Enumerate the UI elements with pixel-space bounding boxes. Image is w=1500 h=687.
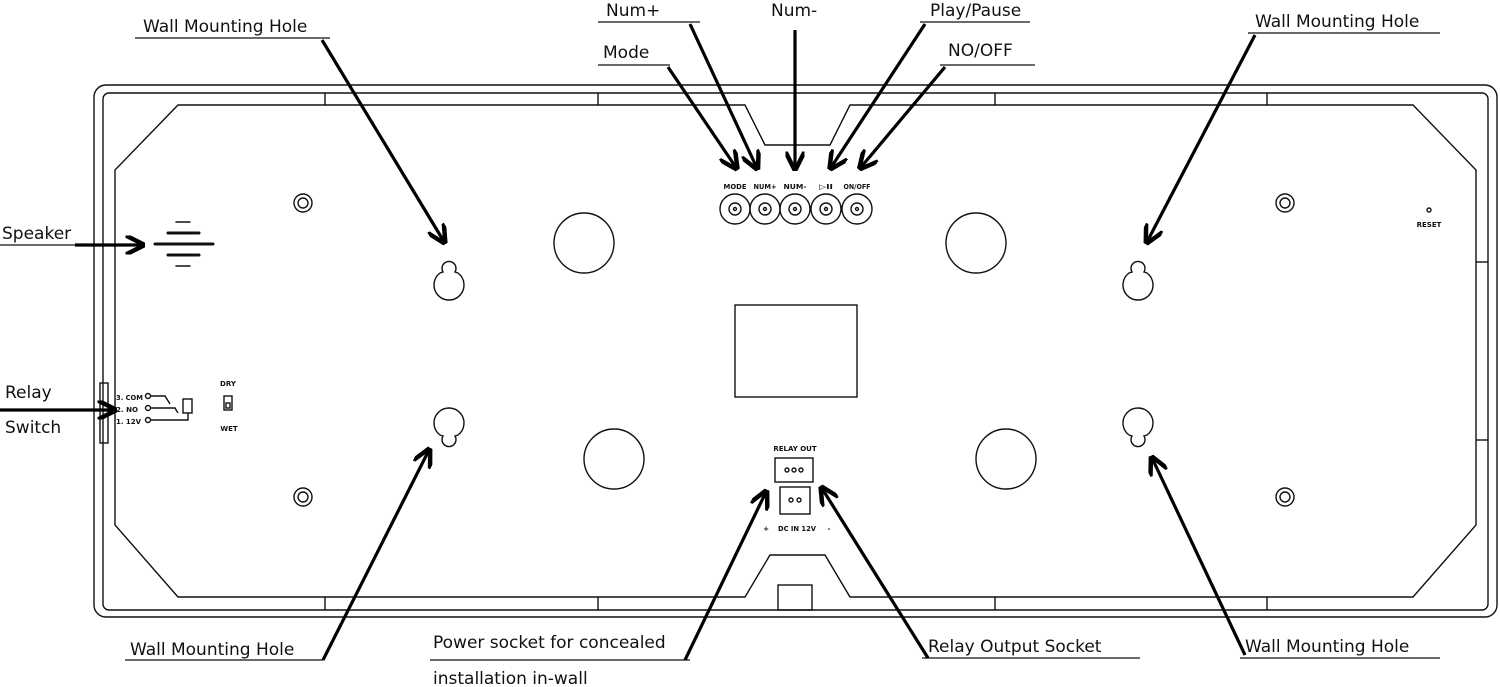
sockets: RELAY OUT + DC IN 12V - xyxy=(763,445,830,533)
callout-wall-hole-top-left: Wall Mounting Hole xyxy=(143,17,307,37)
callout-wall-hole-bottom-right: Wall Mounting Hole xyxy=(1245,637,1409,657)
relay-out-socket xyxy=(774,457,814,483)
center-panel xyxy=(734,304,858,398)
callout-wall-hole-top-right: Wall Mounting Hole xyxy=(1255,12,1419,32)
terminal-12v: 1. 12V xyxy=(116,418,142,426)
dry-label: DRY xyxy=(220,380,237,388)
large-holes xyxy=(553,212,1037,490)
arrow-wall-hole-top-left xyxy=(320,39,443,240)
relay-out-label: RELAY OUT xyxy=(773,445,817,453)
callout-relay-output-socket: Relay Output Socket xyxy=(928,637,1102,657)
callout-power-socket: Power socket for concealed xyxy=(433,633,666,653)
callout-mode: Mode xyxy=(603,43,649,63)
relay-terminal-block: 3. COM 2. NO 1. 12V DRY WET xyxy=(99,380,238,444)
callout-power-socket-2: installation in-wall xyxy=(433,669,588,687)
button-label-num-minus: NUM- xyxy=(784,183,807,191)
button-label-num-plus: NUM+ xyxy=(754,183,777,191)
control-buttons: MODE NUM+ NUM- ▷II ON/OFF xyxy=(719,183,873,225)
callout-wall-hole-bottom-left: Wall Mounting Hole xyxy=(130,640,294,660)
callout-speaker: Speaker xyxy=(2,224,71,244)
reset-pinhole xyxy=(1426,207,1432,213)
reset-label: RESET xyxy=(1417,221,1442,229)
callout-num-minus: Num- xyxy=(771,1,817,21)
callout-relay: Relay xyxy=(5,383,52,403)
callout-no-off: NO/OFF xyxy=(948,41,1013,61)
keyhole-mounts xyxy=(433,260,1154,448)
button-label-play-pause: ▷II xyxy=(819,183,833,191)
button-label-on-off: ON/OFF xyxy=(844,183,871,191)
callout-play-pause: Play/Pause xyxy=(930,1,1021,21)
screw-holes xyxy=(293,193,1295,507)
dc-minus: - xyxy=(828,525,831,533)
callout-num-plus: Num+ xyxy=(606,1,660,21)
callout-switch: Switch xyxy=(5,418,61,438)
dc-in-label: DC IN 12V xyxy=(778,525,817,533)
callouts: Wall Mounting Hole Num+ Num- Play/Pause … xyxy=(0,1,1440,687)
speaker-grille xyxy=(153,221,215,267)
terminal-com: 3. COM xyxy=(116,394,143,402)
wet-label: WET xyxy=(220,425,238,433)
terminal-no: 2. NO xyxy=(116,406,138,414)
dry-wet-switch xyxy=(223,395,233,411)
dc-in-socket xyxy=(779,486,811,515)
button-label-mode: MODE xyxy=(724,183,747,191)
dc-plus: + xyxy=(763,525,769,533)
